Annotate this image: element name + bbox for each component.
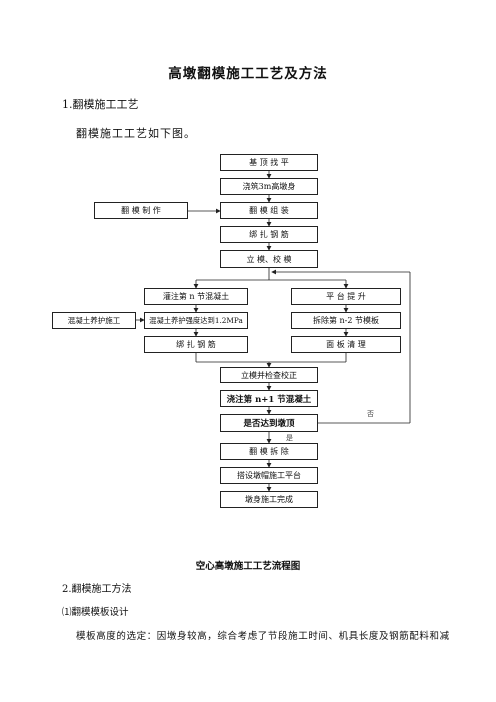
flow-no-label: 否 xyxy=(367,410,374,418)
flow-yes-label: 是 xyxy=(286,434,293,442)
section-heading-2: 2.翻模施工方法 xyxy=(62,584,132,595)
flow-step-8: 是否达到墩顶 xyxy=(220,414,318,432)
flow-step-3: 翻 模 组 装 xyxy=(220,202,318,219)
section-heading-1: 1.翻模施工工艺 xyxy=(62,98,139,111)
page-title: 高墩翻模施工工艺及方法 xyxy=(168,66,328,82)
flow-step-5: 立 模、校 模 xyxy=(220,250,318,268)
flow-side-left: 翻 模 制 作 xyxy=(94,202,188,219)
flow-left-3: 绑 扎 钢 筋 xyxy=(144,336,248,353)
flow-step-4: 绑 扎 钢 筋 xyxy=(220,226,318,243)
flow-left-2: 混凝土养护强度达到1.2MPa xyxy=(144,312,248,329)
figure-caption: 空心高墩施工工艺流程图 xyxy=(195,561,301,572)
flow-left-side: 混凝土养护施工 xyxy=(52,312,136,329)
flow-step-7: 浇注第 n+1 节混凝土 xyxy=(220,390,318,407)
flow-right-2: 拆除第 n-2 节模板 xyxy=(291,312,401,329)
flow-right-3: 面 板 清 理 xyxy=(291,336,401,353)
subsection-heading-1: ⑴翻模模板设计 xyxy=(62,607,129,618)
section-text-1: 翻模施工工艺如下图。 xyxy=(76,127,196,140)
flow-step-11: 墩身施工完成 xyxy=(220,491,318,508)
flow-left-1: 灌注第 n 节混凝土 xyxy=(144,288,248,305)
flow-step-6: 立模并检查校正 xyxy=(220,367,318,383)
flow-step-1: 基 顶 找 平 xyxy=(220,154,318,171)
subsection-text-1: 模板高度的选定：因墩身较高，综合考虑了节段施工时间、机具长度及钢筋配料和减 xyxy=(76,631,450,642)
flow-step-10: 搭设墩帽施工平台 xyxy=(220,467,318,484)
flow-step-2: 浇筑3m高墩身 xyxy=(220,178,318,195)
flow-step-9: 翻 模 拆 除 xyxy=(220,443,318,460)
flow-right-1: 平 台 提 升 xyxy=(291,288,401,305)
